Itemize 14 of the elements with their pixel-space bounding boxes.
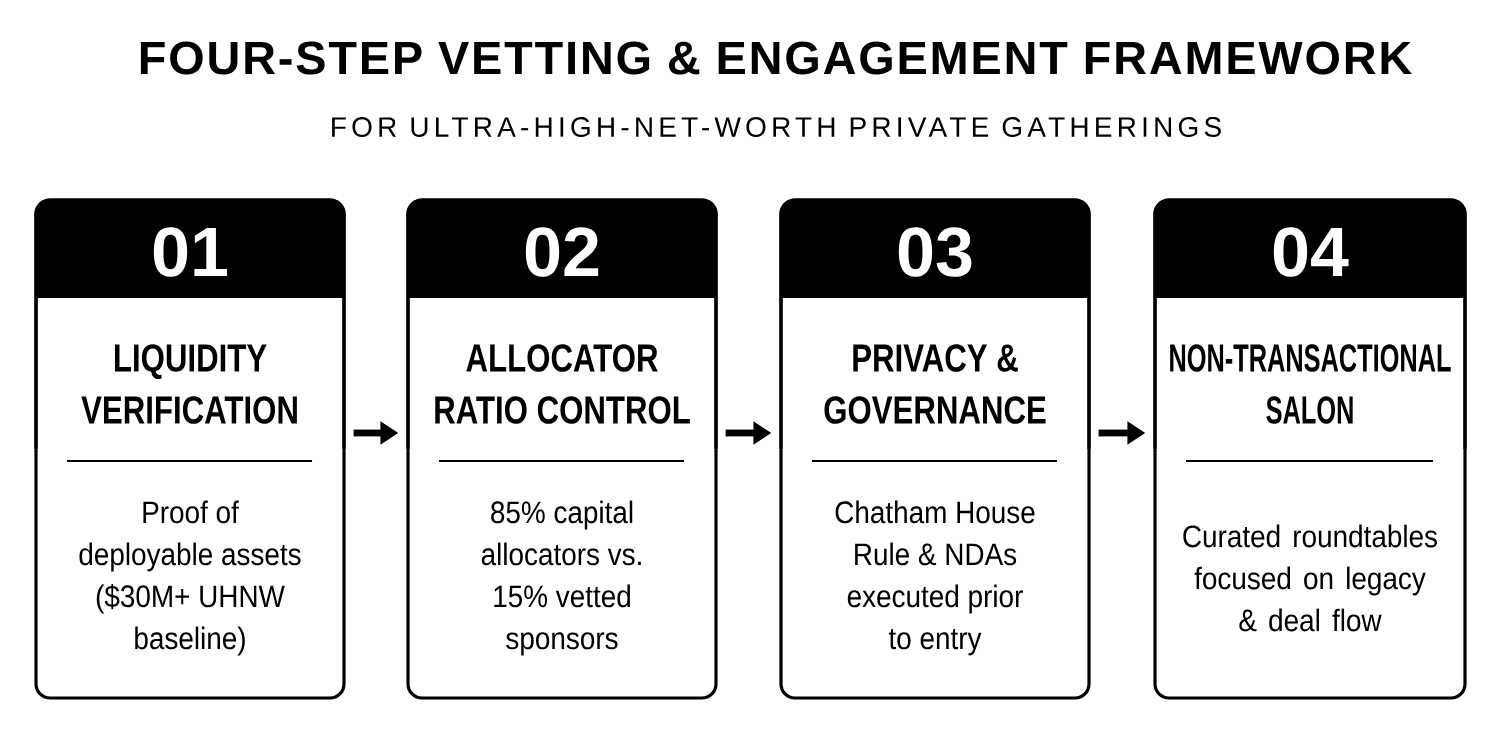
step-number: 02 [525, 227, 599, 277]
step-description: Chatham House Rule & NDAs executed prior to entry [835, 500, 1035, 656]
step-heading: LIQUIDITY VERIFICATION [81, 344, 297, 424]
step-number: 01 [153, 227, 227, 277]
title: FOUR-STEP VETTING & ENGAGEMENT FRAMEWORK [140, 41, 1412, 75]
step-number: 04 [1273, 227, 1349, 277]
step-description: Proof of deployable assets ($30M+ UHNW baseline) [79, 500, 301, 656]
step-heading: ALLOCATOR RATIO CONTROL [435, 344, 690, 424]
subtitle: FOR ULTRA-HIGH-NET-WORTH PRIVATE GATHERINGS [332, 117, 1221, 137]
step-description: 85% capital allocators vs. 15% vetted sponsors [481, 500, 641, 656]
step-heading: NON-TRANSACTIONAL SALON [1170, 344, 1451, 424]
step-description: Curated roundtables focused on legacy & deal flow [1183, 524, 1437, 632]
step-number: 03 [898, 227, 972, 277]
step-heading: PRIVACY & GOVERNANCE [824, 344, 1046, 424]
